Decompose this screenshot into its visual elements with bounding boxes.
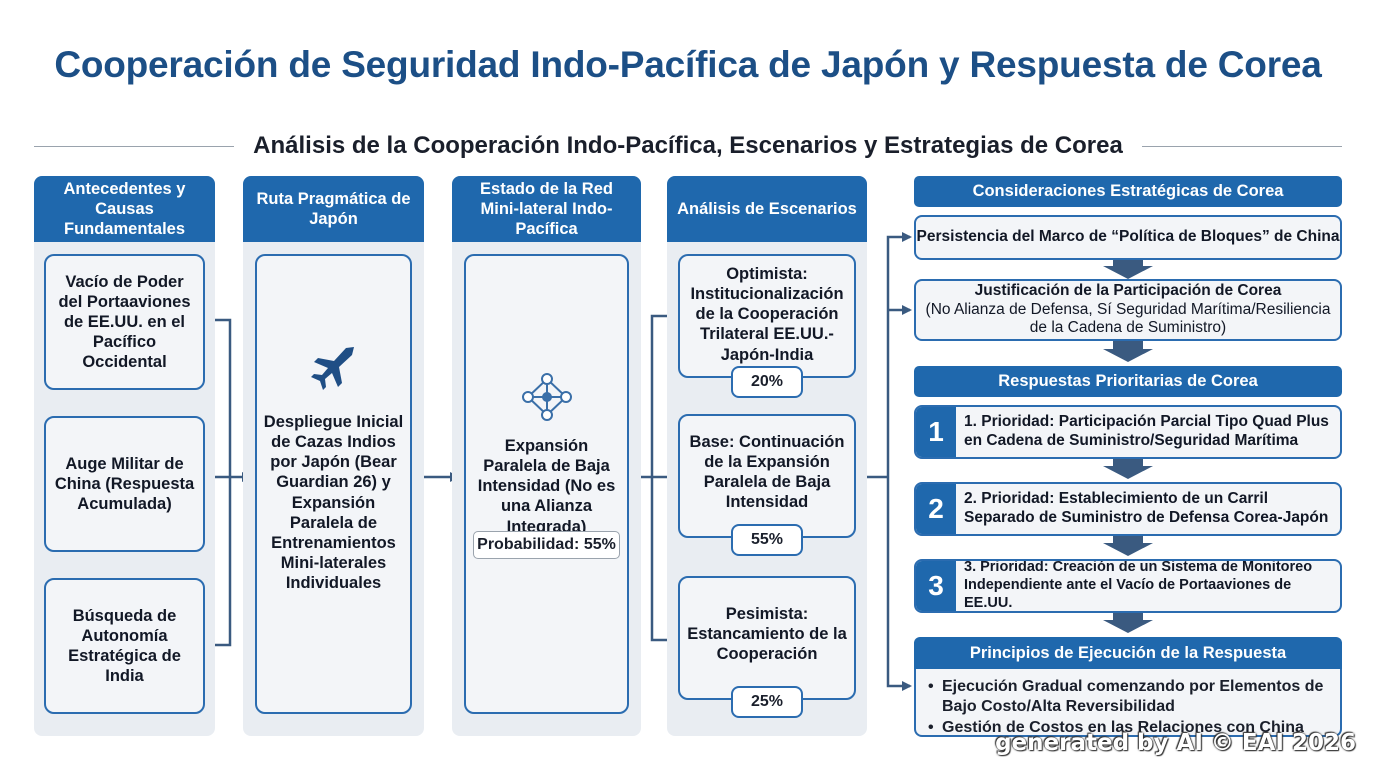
principle-item: Gestión de Costos en las Relaciones con … <box>926 718 1330 738</box>
principle-item: Ejecución Gradual comenzando por Element… <box>926 677 1330 716</box>
card-estado-red: Expansión Paralela de Baja Intensidad (N… <box>464 254 629 714</box>
pct-optimista: 20% <box>731 366 803 398</box>
priority-2-number: 2 <box>916 484 956 534</box>
persistence-text: Persistencia del Marco de “Política de B… <box>916 228 1340 246</box>
principles-list: Ejecución Gradual comenzando por Element… <box>916 669 1340 738</box>
down-arrow-2 <box>1103 340 1153 362</box>
column-header-escenarios: Análisis de Escenarios <box>667 176 867 242</box>
card-auge-militar: Auge Militar de China (Respuesta Acumula… <box>44 416 205 552</box>
column-estado: Estado de la Red Mini-lateral Indo-Pacíf… <box>452 176 641 736</box>
priority-2-text: 2. Prioridad: Establecimiento de un Carr… <box>964 490 1329 526</box>
card-pesimista: Pesimista: Estancamiento de la Cooperaci… <box>678 576 856 700</box>
fighter-jet-icon <box>310 347 354 390</box>
arrow-to-principles <box>886 477 912 691</box>
card-autonomia-india: Búsqueda de Autonomía Estratégica de Ind… <box>44 578 205 714</box>
column-ruta: Ruta Pragmática de Japón Despliegue Inic… <box>243 176 424 736</box>
subtitle-row: Análisis de la Cooperación Indo-Pacífica… <box>34 130 1342 164</box>
down-arrow-4 <box>1103 536 1153 556</box>
card-estado-red-text: Expansión Paralela de Baja Intensidad (N… <box>477 437 616 536</box>
card-ruta-japon-text: Despliegue Inicial de Cazas Indios por J… <box>263 413 404 592</box>
card-ruta-japon: Despliegue Inicial de Cazas Indios por J… <box>255 254 412 714</box>
subtitle-rule-right <box>1142 146 1342 147</box>
priority-2: 2 2. Prioridad: Establecimiento de un Ca… <box>914 482 1342 536</box>
priority-1-text: 1. Prioridad: Participación Parcial Tipo… <box>964 413 1329 449</box>
priority-1: 1 1. Prioridad: Participación Parcial Ti… <box>914 405 1342 459</box>
justification-box: Justificación de la Participación de Cor… <box>914 279 1342 341</box>
pct-pesimista: 25% <box>731 686 803 718</box>
column-antecedentes: Antecedentes y Causas Fundamentales Vací… <box>34 176 215 736</box>
column-header-estado: Estado de la Red Mini-lateral Indo-Pacíf… <box>452 176 641 242</box>
justification-body: (No Alianza de Defensa, Sí Seguridad Mar… <box>925 300 1331 337</box>
down-arrow-3 <box>1103 459 1153 479</box>
card-base: Base: Continuación de la Expansión Paral… <box>678 414 856 538</box>
network-icon <box>521 373 572 421</box>
principles-header: Principios de Ejecución de la Respuesta <box>914 637 1342 669</box>
pct-base: 55% <box>731 524 803 556</box>
column-header-ruta: Ruta Pragmática de Japón <box>243 176 424 242</box>
probability-badge: Probabilidad: 55% <box>473 531 620 559</box>
priority-header: Respuestas Prioritarias de Corea <box>914 366 1342 397</box>
considerations-header: Consideraciones Estratégicas de Corea <box>914 176 1342 207</box>
justification-title: Justificación de la Participación de Cor… <box>974 281 1282 299</box>
priority-3-number: 3 <box>916 561 956 611</box>
column-header-antecedentes: Antecedentes y Causas Fundamentales <box>34 176 215 242</box>
card-vacio-poder: Vacío de Poder del Portaaviones de EE.UU… <box>44 254 205 390</box>
principles-box: Ejecución Gradual comenzando por Element… <box>914 669 1342 737</box>
page-title: Cooperación de Seguridad Indo-Pacífica d… <box>54 44 1322 85</box>
card-optimista: Optimista: Institucionalización de la Co… <box>678 254 856 378</box>
persistence-box: Persistencia del Marco de “Política de B… <box>914 215 1342 260</box>
priority-1-number: 1 <box>916 407 956 457</box>
down-arrow-5 <box>1103 613 1153 633</box>
arrow-to-persistence <box>886 232 912 477</box>
subtitle: Análisis de la Cooperación Indo-Pacífica… <box>239 132 1137 159</box>
priority-3-text: 3. Prioridad: Creación de un Sistema de … <box>964 559 1313 611</box>
subtitle-rule-left <box>34 146 234 147</box>
column-escenarios: Análisis de Escenarios Optimista: Instit… <box>667 176 867 736</box>
watermark: generated by AI © EAI 2026 <box>995 730 1356 756</box>
down-arrow-1 <box>1103 260 1153 279</box>
priority-3: 3 3. Prioridad: Creación de un Sistema d… <box>914 559 1342 613</box>
